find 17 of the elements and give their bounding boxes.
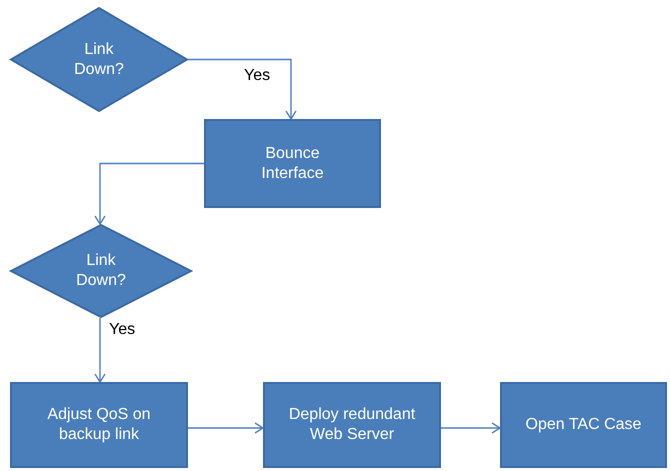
arrow <box>441 422 501 434</box>
arrow <box>94 162 204 225</box>
node-label: Bounce Interface <box>260 144 325 184</box>
node-label: Link Down? <box>73 40 125 80</box>
arrow <box>94 318 106 383</box>
arrow <box>188 422 264 434</box>
node-label: Open TAC Case <box>526 415 642 435</box>
arrow <box>188 58 297 120</box>
decision-diamond <box>10 224 192 318</box>
process-box <box>500 382 667 468</box>
process-box <box>10 382 188 468</box>
process-box <box>204 119 381 208</box>
node-label: Deploy redundant Web Server <box>288 405 416 445</box>
node-label: Link Down? <box>75 251 127 291</box>
decision-diamond <box>10 7 188 112</box>
process-box <box>263 382 441 468</box>
node-label: Adjust QoS on backup link <box>46 405 152 445</box>
